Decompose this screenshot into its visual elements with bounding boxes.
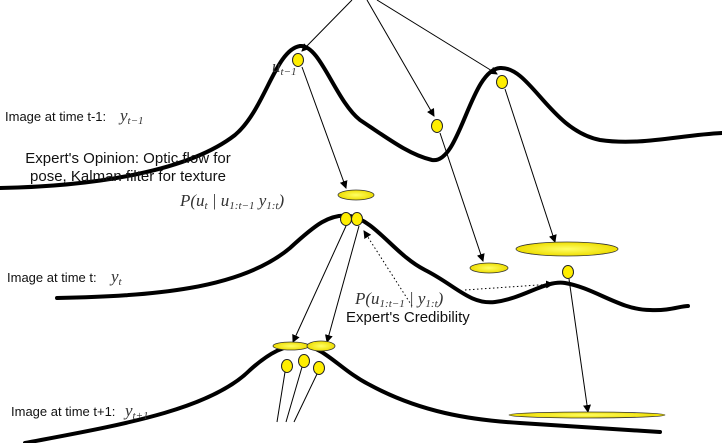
particle-t-minus-1-c [496,75,508,89]
frame-label-t: Image at time t: [7,270,97,285]
frame-label-t-plus-1: Image at time t+1: [11,404,115,419]
credibility-label: Expert's Credibility [346,309,470,326]
prediction-ellipse-2 [469,262,509,274]
arrow-propagate-3 [504,88,557,243]
credibility-arrow-1 [363,230,413,307]
arrow-propagate-2 [439,132,485,262]
arrow-next-1 [292,225,347,343]
particle-t-minus-1-a [292,53,304,67]
arrow-top-1 [301,0,353,52]
image-curve-t [55,213,690,313]
frame-var-t: yt [109,267,123,288]
arrow-top-3 [376,0,498,75]
trail-line-3 [293,373,318,423]
prediction-ellipse-next-2 [306,340,336,352]
frame-label-t-minus-1: Image at time t-1: [5,109,106,124]
particle-t-b [351,212,363,226]
trail-line-2 [285,366,303,423]
particle-t-a [340,212,352,226]
prediction-ellipse-next-1 [272,341,310,351]
credibility-arrow-2 [464,280,554,291]
frame-var-t-minus-1: yt−1 [118,106,144,127]
arrow-propagate-1 [301,66,348,189]
particle-t-plus-1-b [298,354,310,368]
particle-t-plus-1-c [313,361,325,375]
arrow-next-3 [568,278,591,413]
credibility-formula: P(u1:t−1 | y1:t) [354,289,444,310]
prediction-ellipse-1 [337,189,375,201]
image-curve-t-plus-1 [23,342,662,443]
arrow-next-2 [325,225,360,343]
particle-t-plus-1-a [281,359,293,373]
particle-t-c [562,265,574,279]
trail-line-1 [276,371,286,423]
posterior-formula: P(ut | u1:t−1 y1:t) [179,191,284,212]
opinion-line-1: Expert's Opinion: Optic flow for [25,150,230,167]
prediction-ellipse-3 [515,241,619,257]
arrow-top-2 [366,0,435,117]
particle-t-minus-1-b [431,119,443,133]
image-curve-t-minus-1 [0,44,722,190]
particle-label: ut−1 [272,57,296,78]
opinion-line-2: pose, Kalman filter for texture [30,168,226,185]
prediction-ellipse-next-3 [508,411,666,419]
frame-var-t-plus-1: yt+1 [123,401,149,422]
